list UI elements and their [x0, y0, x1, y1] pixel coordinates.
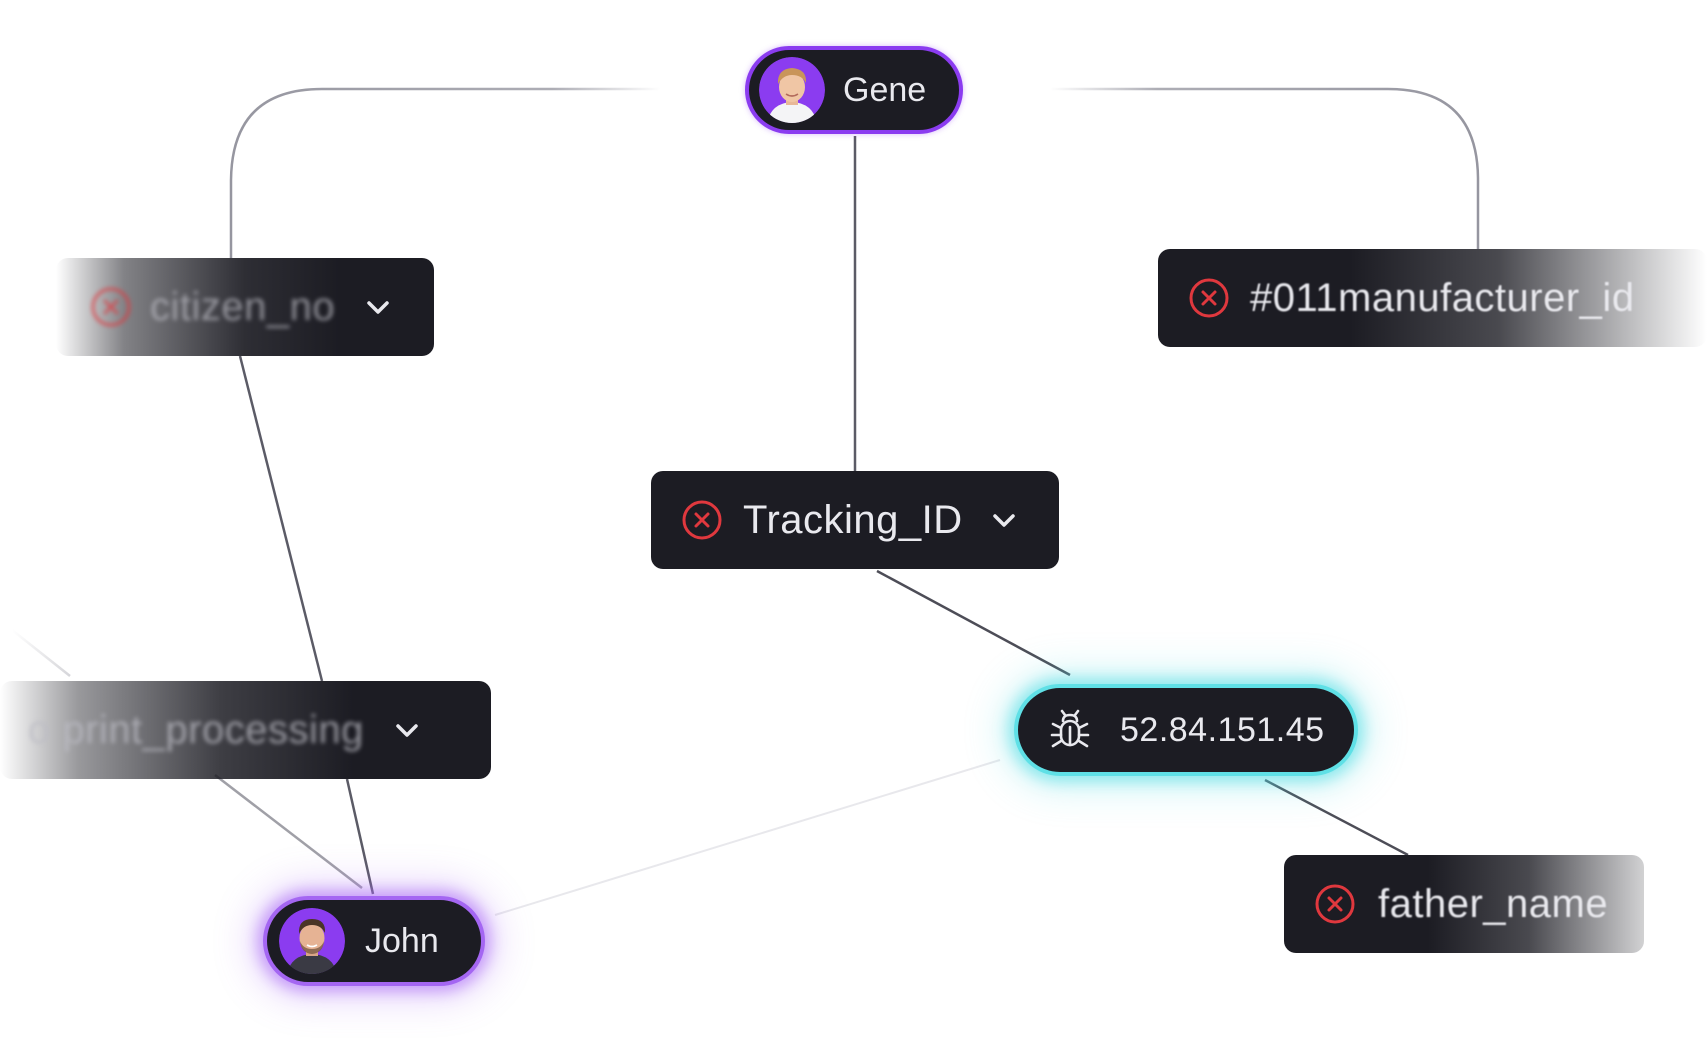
node-manufacturer-id[interactable]: #011manufacturer_id [1158, 249, 1707, 347]
chevron-down-icon[interactable] [390, 713, 424, 747]
chevron-down-icon[interactable] [361, 290, 395, 324]
edge-gene-manufacturer [1050, 87, 1480, 249]
edge-print-john [345, 778, 375, 895]
node-father-name[interactable]: father_name [1284, 855, 1644, 953]
node-ip-address-label: 52.84.151.45 [1120, 710, 1325, 749]
chevron-down-icon[interactable] [987, 503, 1021, 537]
edge-john-ip-faint [494, 759, 1001, 916]
edge-gene-citizen [229, 87, 660, 258]
node-ip-address[interactable]: 52.84.151.45 [1014, 684, 1358, 776]
node-print-processing[interactable]: o print_processing [0, 681, 491, 779]
edge-far-left [11, 629, 71, 677]
edge-left-john [214, 774, 363, 889]
edge-ip-father [1264, 778, 1409, 857]
error-circle-x-icon [1189, 278, 1229, 318]
error-circle-x-icon [91, 287, 131, 327]
node-print-processing-label: o print_processing [28, 707, 364, 752]
node-tracking-id[interactable]: Tracking_ID [651, 471, 1059, 569]
avatar-john-icon [279, 908, 345, 974]
node-father-name-label: father_name [1378, 881, 1609, 926]
node-manufacturer-id-label: #011manufacturer_id [1250, 275, 1635, 320]
edge-citizen-print [238, 355, 324, 682]
node-gene[interactable]: Gene [745, 46, 963, 134]
node-gene-label: Gene [843, 70, 927, 109]
node-tracking-id-label: Tracking_ID [743, 497, 963, 542]
error-circle-x-icon [1315, 884, 1355, 924]
node-john[interactable]: John [263, 896, 485, 986]
bug-icon [1050, 709, 1090, 748]
node-john-label: John [365, 921, 439, 960]
error-circle-x-icon [682, 500, 722, 540]
avatar-gene-icon [759, 57, 825, 123]
node-citizen-no-label: citizen_no [150, 284, 336, 329]
edge-tracking-ip [876, 569, 1071, 677]
node-citizen-no[interactable]: citizen_no [56, 258, 434, 356]
